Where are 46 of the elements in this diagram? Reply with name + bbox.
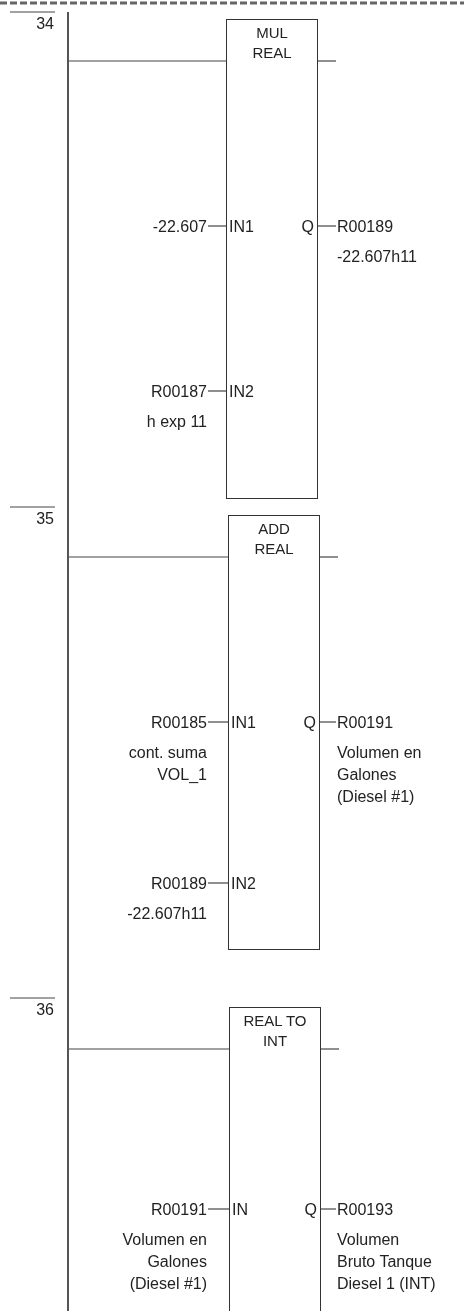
variable-description: cont. suma VOL_1 <box>127 743 207 785</box>
variable-address: R00191 <box>337 714 394 732</box>
block-title: ADD REAL <box>253 519 295 559</box>
connection-line <box>207 721 229 723</box>
pin-label: Q <box>303 714 316 732</box>
variable-description: Volumen Bruto Tanque Diesel 1 (INT) <box>337 1230 437 1294</box>
pin-label: IN1 <box>229 218 254 236</box>
rung-line <box>68 1048 230 1050</box>
pin-label: IN2 <box>231 875 256 893</box>
rung-number: 36 <box>36 1001 54 1019</box>
variable-address: R00187 <box>150 383 207 401</box>
rung-line <box>68 556 229 558</box>
variable-address: -22.607 <box>152 218 207 236</box>
function-block <box>226 19 318 499</box>
pin-label: Q <box>301 218 314 236</box>
output-stub <box>319 556 339 558</box>
variable-address: R00189 <box>150 875 207 893</box>
pin-label: IN2 <box>229 383 254 401</box>
connection-line <box>319 721 337 723</box>
output-stub <box>317 60 337 62</box>
variable-address: R00189 <box>337 218 394 236</box>
rung-line <box>68 60 227 62</box>
connection-line <box>207 390 227 392</box>
connection-line <box>317 225 337 227</box>
variable-description: -22.607h11 <box>127 904 207 924</box>
variable-description: -22.607h11 <box>337 247 417 267</box>
function-block <box>229 1007 321 1311</box>
pin-label: Q <box>304 1201 317 1219</box>
rung-number: 35 <box>36 510 54 528</box>
variable-address: R00191 <box>150 1201 207 1219</box>
rung-number: 34 <box>36 15 54 33</box>
variable-address: R00185 <box>150 714 207 732</box>
block-title: REAL TO INT <box>243 1011 307 1051</box>
variable-description: Volumen en Galones (Diesel #1) <box>337 743 423 807</box>
variable-description: Volumen en Galones (Diesel #1) <box>121 1230 207 1294</box>
output-stub <box>320 1048 340 1050</box>
variable-address: R00193 <box>337 1201 394 1219</box>
pin-label: IN1 <box>231 714 256 732</box>
connection-line <box>207 882 229 884</box>
block-title: MUL REAL <box>251 23 293 63</box>
function-block <box>228 515 320 950</box>
connection-line <box>207 1208 230 1210</box>
pin-label: IN <box>232 1201 248 1219</box>
connection-line <box>207 225 227 227</box>
variable-description: h exp 11 <box>146 412 207 432</box>
connection-line <box>320 1208 337 1210</box>
